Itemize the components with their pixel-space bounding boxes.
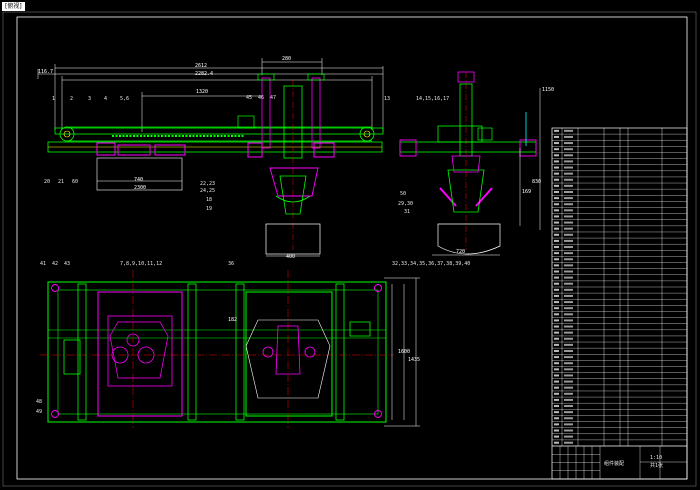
part-balloon: 24,25 [200, 188, 216, 194]
part-balloon: 7,8,9,10,11,12 [120, 261, 163, 267]
part-balloon: 18 [206, 197, 213, 203]
part-balloon: 22,23 [200, 181, 216, 187]
part-balloon: 5,6 [120, 96, 130, 102]
part-balloon: 2 [70, 96, 74, 102]
title-block-sheet: 共1张 [650, 463, 664, 469]
sheet-border [16, 16, 688, 480]
dim-text: 1150 [542, 87, 555, 93]
part-balloon: 49 [36, 409, 43, 415]
dim-text: 1320 [196, 89, 209, 95]
view-label-tag: [俯视] [2, 2, 25, 11]
dim-text: 830 [532, 179, 542, 185]
part-balloon: 19 [206, 206, 213, 212]
dim-text: 720 [456, 249, 466, 255]
side-view [399, 71, 541, 256]
dim-text: 1600 [398, 349, 411, 355]
dim-text: 2300 [134, 185, 147, 191]
dim-text: 116.7 [38, 69, 54, 75]
part-balloon: 3 [88, 96, 92, 102]
top-view [40, 270, 420, 428]
part-balloon: 21 [58, 179, 65, 185]
dim-text: 1435 [408, 357, 421, 363]
title-block-scale: 1:10 [650, 455, 663, 461]
part-balloon: 31 [404, 209, 411, 215]
part-balloon: 36 [228, 261, 235, 267]
title-block-name: 组件装配 [604, 461, 625, 467]
part-balloon: 50 [400, 191, 407, 197]
dim-text: 182 [228, 317, 238, 323]
part-balloon: 32,33,34,35,36,37,38,39,40 [392, 261, 471, 267]
dim-text: 400 [286, 254, 296, 260]
dim-text: 2612 [195, 63, 208, 69]
parts-list-table [551, 127, 688, 480]
part-balloon: 42 [52, 261, 59, 267]
part-balloon: 60 [72, 179, 79, 185]
part-balloon: 45 [246, 95, 253, 101]
dim-text: 740 [134, 177, 144, 183]
part-balloon: 1 [52, 96, 56, 102]
part-balloon: 48 [36, 399, 43, 405]
part-balloon: 47 [270, 95, 277, 101]
part-balloon: 29,30 [398, 201, 414, 207]
sheet-outer-border [2, 11, 697, 487]
part-balloon: 14,15,16,17 [416, 96, 450, 102]
dim-text: 2282.4 [195, 71, 214, 77]
part-balloon: 46 [258, 95, 265, 101]
part-balloon: 13 [384, 96, 391, 102]
front-view [37, 58, 384, 257]
dim-text: 280 [282, 56, 292, 62]
dim-text: 169 [522, 189, 532, 195]
part-balloon: 41 [40, 261, 47, 267]
part-balloon: 20 [44, 179, 51, 185]
part-balloon: 43 [64, 261, 71, 267]
part-balloon: 4 [104, 96, 108, 102]
